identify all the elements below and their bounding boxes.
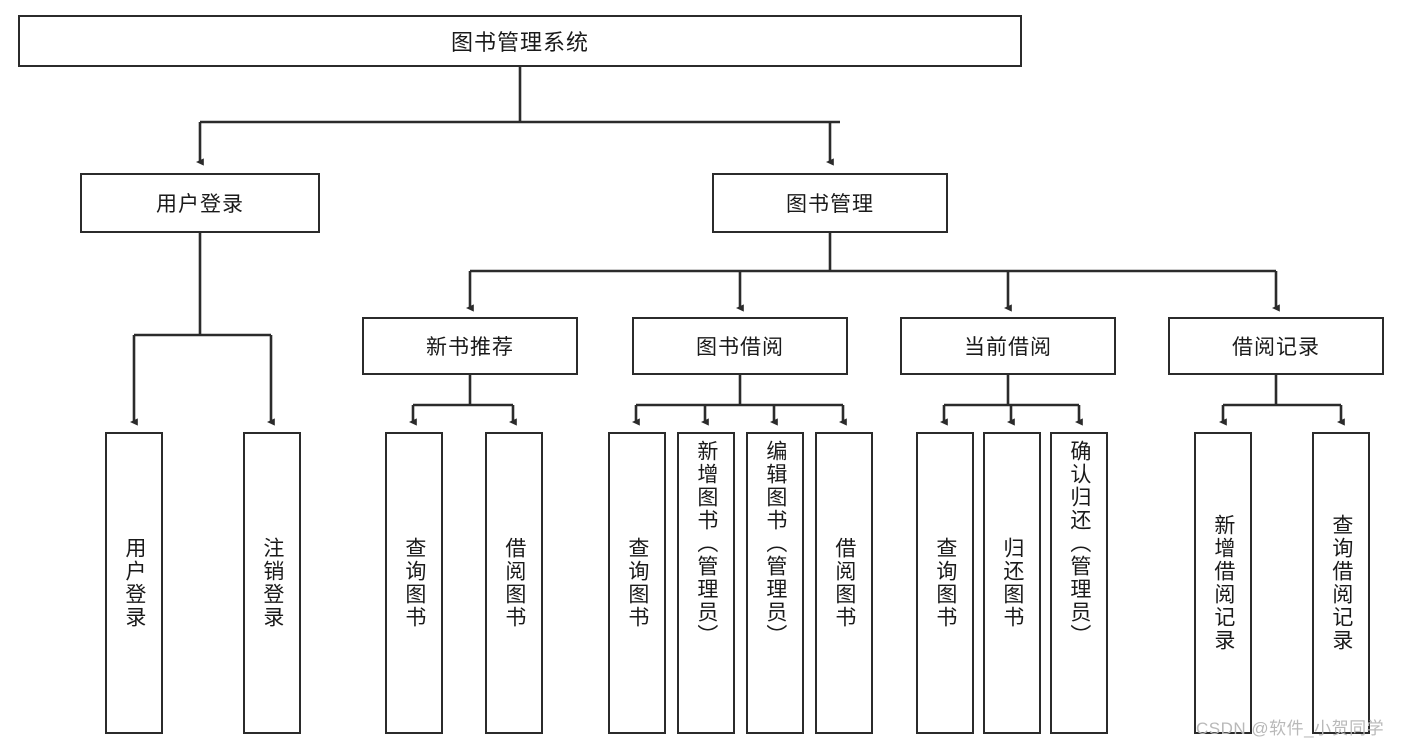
node-label: 借阅图书 — [502, 537, 526, 629]
node-label: 确认归还（管理员） — [1067, 440, 1091, 647]
leaf-user-login[interactable]: 用户登录 — [105, 432, 163, 734]
node-book-borrowing[interactable]: 图书借阅 — [632, 317, 848, 375]
node-label: 借阅记录 — [1232, 336, 1320, 359]
node-label: 图书借阅 — [696, 336, 784, 359]
node-label: 查询图书 — [402, 537, 426, 629]
node-label: 编辑图书（管理员） — [763, 440, 787, 647]
leaf-confirm-return-admin[interactable]: 确认归还（管理员） — [1050, 432, 1108, 734]
leaf-add-book-admin[interactable]: 新增图书（管理员） — [677, 432, 735, 734]
node-label: 查询图书 — [625, 537, 649, 629]
leaf-query-books-borrow[interactable]: 查询图书 — [608, 432, 666, 734]
node-current-borrowing[interactable]: 当前借阅 — [900, 317, 1116, 375]
node-label: 用户登录 — [156, 193, 244, 216]
node-user-login[interactable]: 用户登录 — [80, 173, 320, 233]
csdn-watermark: CSDN @软件_小贺同学 — [1196, 719, 1385, 738]
node-label: 新增图书（管理员） — [694, 440, 718, 647]
node-label: 图书管理系统 — [450, 30, 589, 55]
leaf-return-books[interactable]: 归还图书 — [983, 432, 1041, 734]
node-label: 图书管理 — [786, 193, 874, 216]
leaf-add-borrow-record[interactable]: 新增借阅记录 — [1194, 432, 1252, 734]
node-label: 新书推荐 — [426, 336, 514, 359]
node-label: 查询图书 — [933, 537, 957, 629]
node-root-book-management-system[interactable]: 图书管理系统 — [18, 15, 1022, 67]
node-new-book-recommendation[interactable]: 新书推荐 — [362, 317, 578, 375]
node-book-management[interactable]: 图书管理 — [712, 173, 948, 233]
node-label: 新增借阅记录 — [1211, 514, 1235, 652]
leaf-query-books-new[interactable]: 查询图书 — [385, 432, 443, 734]
leaf-borrow-books[interactable]: 借阅图书 — [815, 432, 873, 734]
node-label: 查询借阅记录 — [1329, 514, 1353, 652]
leaf-query-borrow-record[interactable]: 查询借阅记录 — [1312, 432, 1370, 734]
node-borrowing-records[interactable]: 借阅记录 — [1168, 317, 1384, 375]
leaf-borrow-books-new[interactable]: 借阅图书 — [485, 432, 543, 734]
leaf-query-books-current[interactable]: 查询图书 — [916, 432, 974, 734]
node-label: 借阅图书 — [832, 537, 856, 629]
node-label: 注销登录 — [260, 537, 284, 629]
node-label: 用户登录 — [122, 537, 146, 629]
node-label: 归还图书 — [1000, 537, 1024, 629]
leaf-edit-book-admin[interactable]: 编辑图书（管理员） — [746, 432, 804, 734]
leaf-logout-login[interactable]: 注销登录 — [243, 432, 301, 734]
node-label: 当前借阅 — [964, 336, 1052, 359]
